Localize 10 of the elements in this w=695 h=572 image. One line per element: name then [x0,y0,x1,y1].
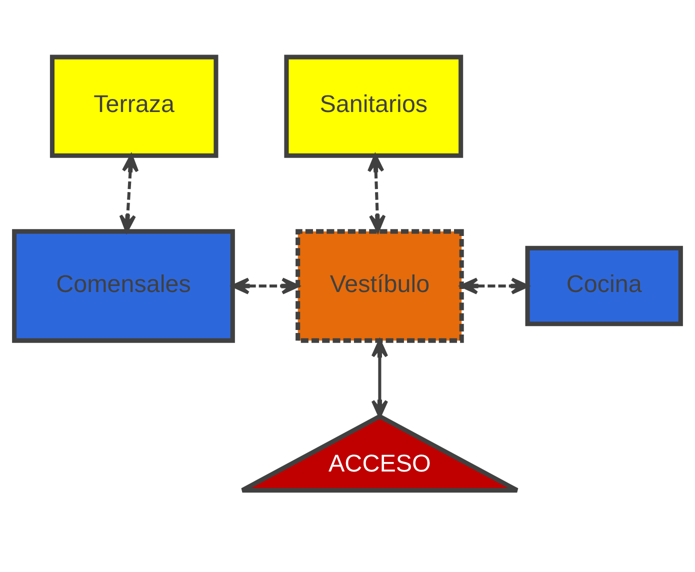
arrow [232,278,300,294]
node-box: Terraza [50,54,218,158]
node-box: Vestíbulo [296,229,464,343]
node-box: Comensales [12,229,235,343]
node-box: Sanitarios [284,54,464,158]
arrow [371,339,388,418]
arrow [367,154,386,233]
node-box: Cocina [525,246,683,326]
arrow [460,278,529,294]
arrow [119,154,139,233]
